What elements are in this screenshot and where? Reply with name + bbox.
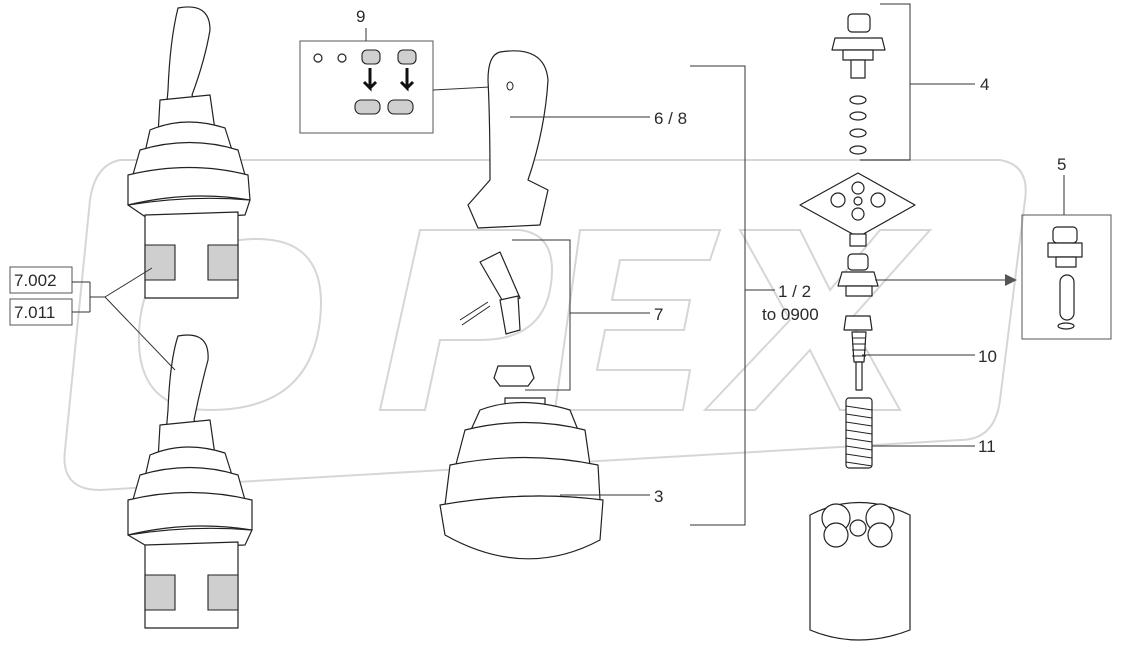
label-to-0900: to 0900 [762,305,819,324]
part-7-lever [459,239,650,391]
part-10-screw [851,331,975,391]
valve-piston [837,233,1017,331]
part-5-kit [1021,175,1112,340]
label-part-3: 3 [654,487,663,506]
bracket-1-2 [690,65,775,526]
ref-7002-box [9,266,73,294]
part-4-valve-stack [831,3,975,161]
part-9-kit [299,28,511,134]
label-part-4: 4 [980,75,989,94]
label-part-9: 9 [356,7,365,26]
joystick-assembly-bottom [127,334,253,629]
label-part-6-8: 6 / 8 [654,109,687,128]
label-part-5: 5 [1057,155,1066,174]
joystick-assembly-top [127,6,251,299]
label-ref-7011: 7.011 [14,303,55,322]
label-part-1-2: 1 / 2 [778,282,811,301]
valve-body [809,502,911,641]
mounting-plate [799,172,916,238]
label-part-11: 11 [978,437,996,456]
part-11-spring [845,397,975,469]
label-ref-7002: 7.002 [14,271,57,290]
handle-6-8 [467,50,650,229]
reference-callouts [9,266,176,371]
opex-watermark [63,159,1027,492]
label-part-7: 7 [654,305,663,324]
part-3-boot [439,397,650,560]
label-part-10: 10 [978,347,997,366]
